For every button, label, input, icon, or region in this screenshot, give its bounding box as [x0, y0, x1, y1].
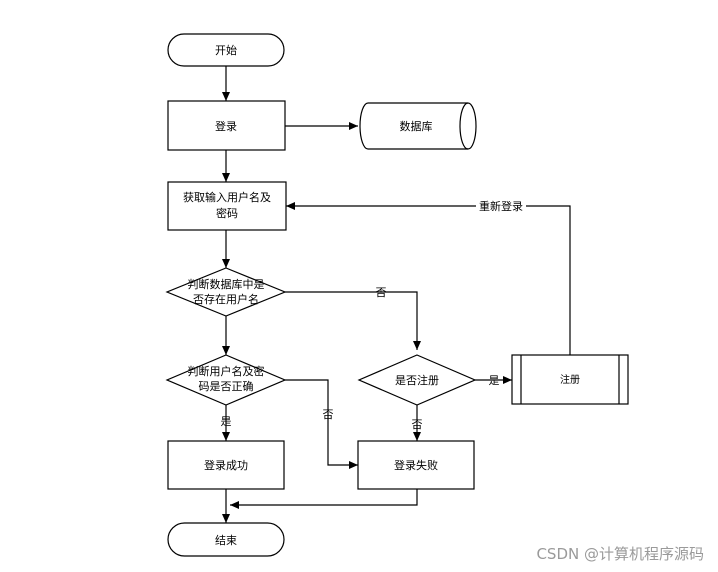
- edge-label-relogin: 重新登录: [479, 199, 523, 213]
- node-database-label: 数据库: [400, 119, 433, 133]
- edge-label-register-no: 否: [412, 418, 423, 431]
- node-check-password-label-1: 判断用户名及密: [188, 364, 265, 378]
- watermark: CSDN @计算机程序源码: [536, 545, 704, 563]
- edge-label-pwd-yes: 是: [221, 415, 232, 428]
- edge-label-register-yes: 是: [489, 374, 500, 387]
- node-get-input: 获取输入用户名及 密码: [167, 181, 287, 231]
- node-login-fail: 登录失败: [357, 440, 475, 490]
- node-login-label: 登录: [215, 119, 237, 133]
- node-login-success: 登录成功: [167, 440, 285, 490]
- node-is-register: 是否注册: [357, 354, 477, 406]
- node-check-password-label-2: 码是否正确: [199, 380, 254, 393]
- node-get-input-label-2: 密码: [216, 206, 238, 220]
- node-login-success-label: 登录成功: [204, 458, 248, 472]
- node-is-register-label: 是否注册: [395, 373, 439, 387]
- arrow-relogin: [286, 202, 571, 355]
- node-end-label: 结束: [215, 534, 237, 547]
- edge-label-pwd-no: 否: [323, 408, 334, 421]
- connectors: [222, 66, 571, 523]
- edge-relogin-bg: [476, 198, 526, 213]
- node-start: 开始: [167, 33, 285, 67]
- node-register: 注册: [511, 354, 629, 405]
- edge-label-exist-no: 否: [376, 286, 387, 299]
- node-database: 数据库: [359, 102, 477, 150]
- node-check-password: 判断用户名及密 码是否正确: [165, 354, 287, 406]
- node-check-exist-label-2: 否存在用户名: [193, 292, 259, 306]
- arrow-fail-to-end: [230, 489, 418, 509]
- arrow-exist-no-to-register-check: [285, 291, 421, 350]
- arrow-pwd-no-to-fail: [285, 379, 358, 469]
- node-check-exist-label-1: 判断数据库中是: [188, 277, 265, 291]
- node-get-input-label-1: 获取输入用户名及: [183, 190, 271, 204]
- node-start-label: 开始: [215, 43, 237, 57]
- node-register-label: 注册: [560, 373, 580, 386]
- node-login-fail-label: 登录失败: [394, 458, 438, 472]
- node-end: 结束: [167, 522, 285, 557]
- node-check-exist: 判断数据库中是 否存在用户名: [165, 267, 287, 317]
- node-login: 登录: [167, 100, 286, 151]
